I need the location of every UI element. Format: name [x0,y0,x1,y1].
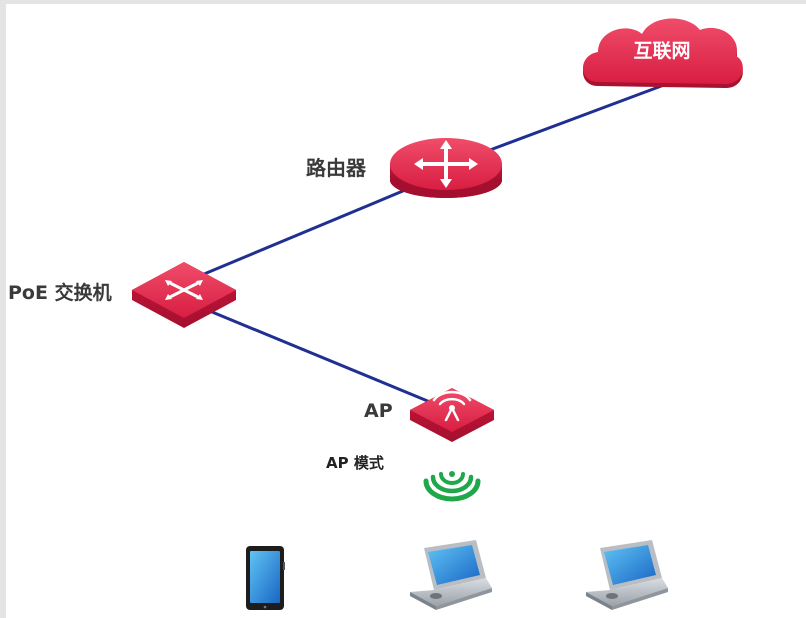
link-internet-router [489,83,665,152]
router-icon [390,138,502,198]
link-switch-ap [199,305,431,404]
tablet-icon [246,546,285,610]
wifi-signal-icon [423,471,481,502]
internet-label: 互联网 [633,40,691,62]
link-router-switch [184,186,411,284]
poe-switch-icon [132,262,236,328]
ap-label: AP [364,400,393,422]
poe-switch-label: PoE 交换机 [8,282,112,304]
laptop-icon [410,540,492,610]
laptop-icon [586,540,668,610]
access-point-icon [410,388,494,442]
router-label: 路由器 [306,156,366,180]
ap-mode-label: AP 模式 [326,454,384,472]
internet-cloud-icon [583,18,743,89]
